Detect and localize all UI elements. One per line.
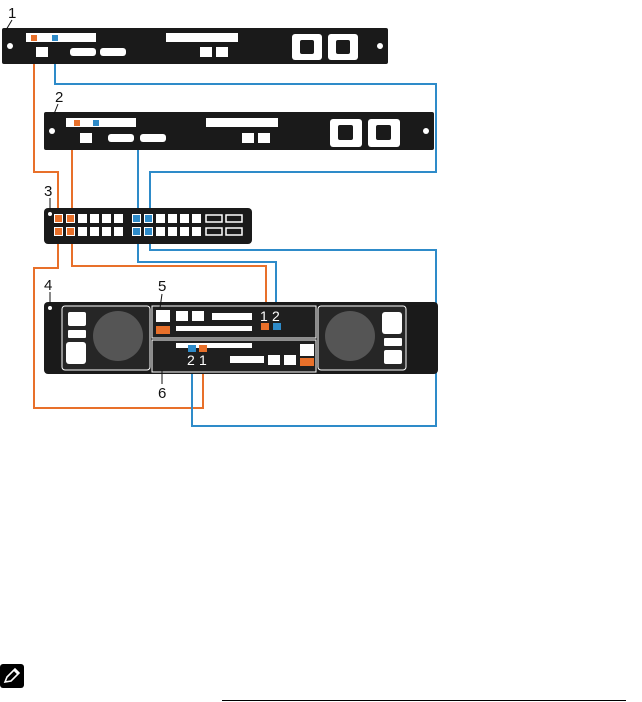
controller-top-port-2-label: 2: [272, 308, 280, 324]
controller-top-port-1: [261, 323, 269, 330]
left-psu-socket: [66, 342, 86, 364]
right-psu-switch: [384, 350, 402, 364]
server-2-psu-2-socket: [376, 125, 391, 140]
switch-port: [156, 214, 165, 223]
switch-port: [102, 214, 111, 223]
server-1-rj45-a: [200, 47, 212, 57]
storage-enclosure: 1 2 2 1: [44, 302, 438, 374]
enclosure-indicator: [48, 306, 52, 310]
controller-bottom-orange-badge: [300, 358, 314, 366]
left-psu-led: [68, 330, 86, 338]
switch-port: [78, 214, 87, 223]
switch-port: [168, 214, 177, 223]
callout-1: 1: [8, 5, 16, 22]
switch-blue-jack-1: [133, 215, 140, 222]
controller-bottom-port-2-label: 2: [187, 352, 195, 368]
right-psu-fan: [325, 311, 375, 361]
server-1-psu-1-socket: [300, 40, 314, 54]
controller-bottom-rj45-b: [284, 355, 296, 365]
server-2-nic-port: [80, 133, 92, 143]
controller-bottom-usb: [300, 344, 314, 356]
switch-port: [102, 227, 111, 236]
server-2-label-bar-2: [206, 118, 278, 127]
server-1-label-bar-2: [166, 33, 238, 42]
switch-port: [90, 214, 99, 223]
switch-port: [156, 227, 165, 236]
controller-top-orange-badge: [156, 326, 170, 334]
switch-orange-jack-4: [67, 228, 74, 235]
server-2-blue-jack: [93, 120, 99, 126]
right-psu-led: [384, 338, 402, 346]
controller-top-bar: [176, 326, 252, 331]
server-2-vga-port: [108, 134, 134, 142]
controller-top-port-1-label: 1: [260, 308, 268, 324]
switch-port: [114, 214, 123, 223]
switch-orange-jack-2: [55, 228, 62, 235]
server-1-blue-jack: [52, 35, 58, 41]
switch-port: [192, 227, 201, 236]
switch-port: [180, 227, 189, 236]
server-2-serial-port: [140, 134, 166, 142]
controller-bottom-slot: [230, 356, 264, 363]
server-1-rj45-b: [216, 47, 228, 57]
left-psu-switch: [68, 312, 86, 326]
switch-port: [114, 227, 123, 236]
callout-4: 4: [44, 277, 52, 294]
controller-top-slot: [212, 313, 252, 320]
callout-5: 5: [158, 278, 166, 295]
switch-port: [78, 227, 87, 236]
controller-bottom-port-2: [188, 345, 196, 352]
footer-rule: [222, 700, 626, 701]
switch-indicator: [48, 212, 52, 216]
left-psu-fan: [93, 311, 143, 361]
switch-chassis: [44, 208, 252, 244]
controller-top-rj45-a: [176, 311, 188, 321]
switch-port: [192, 214, 201, 223]
controller-top-usb: [156, 310, 170, 322]
switch-orange-jack-1: [55, 215, 62, 222]
controller-top-rj45-b: [192, 311, 204, 321]
right-psu-socket: [382, 312, 402, 334]
server-1-serial-port: [100, 48, 126, 56]
server-2-rack-hole-right: [423, 128, 429, 134]
switch-blue-jack-4: [145, 228, 152, 235]
controller-bottom-port-1: [199, 345, 207, 352]
server-2-rj45-b: [258, 133, 270, 143]
controller-bottom-rj45-a: [268, 355, 280, 365]
switch-orange-jack-3: [67, 215, 74, 222]
switch-blue-jack-3: [145, 215, 152, 222]
server-2: [44, 112, 434, 150]
network-switch: [44, 208, 252, 244]
switch-port: [180, 214, 189, 223]
server-2-psu-1-socket: [338, 125, 353, 140]
switch-port: [90, 227, 99, 236]
pencil-note-icon: [0, 664, 24, 688]
server-2-rj45-a: [242, 133, 254, 143]
server-1-vga-port: [70, 48, 96, 56]
callout-2: 2: [55, 89, 63, 106]
callout-6: 6: [158, 385, 166, 402]
server-1-psu-2-socket: [336, 40, 350, 54]
server-1-rack-hole-left: [7, 43, 13, 49]
switch-blue-jack-2: [133, 228, 140, 235]
controller-top: [152, 306, 316, 338]
server-1-orange-jack: [31, 35, 37, 41]
controller-top-port-2: [273, 323, 281, 330]
server-1: [2, 28, 388, 64]
callout-3: 3: [44, 183, 52, 200]
controller-bottom-bar: [176, 343, 252, 348]
server-2-orange-jack: [74, 120, 80, 126]
pencil-glyph: [0, 664, 24, 688]
server-2-rack-hole-left: [49, 128, 55, 134]
server-1-rack-hole-right: [377, 43, 383, 49]
controller-bottom-port-1-label: 1: [199, 352, 207, 368]
server-1-nic-port: [36, 47, 48, 57]
switch-port: [168, 227, 177, 236]
